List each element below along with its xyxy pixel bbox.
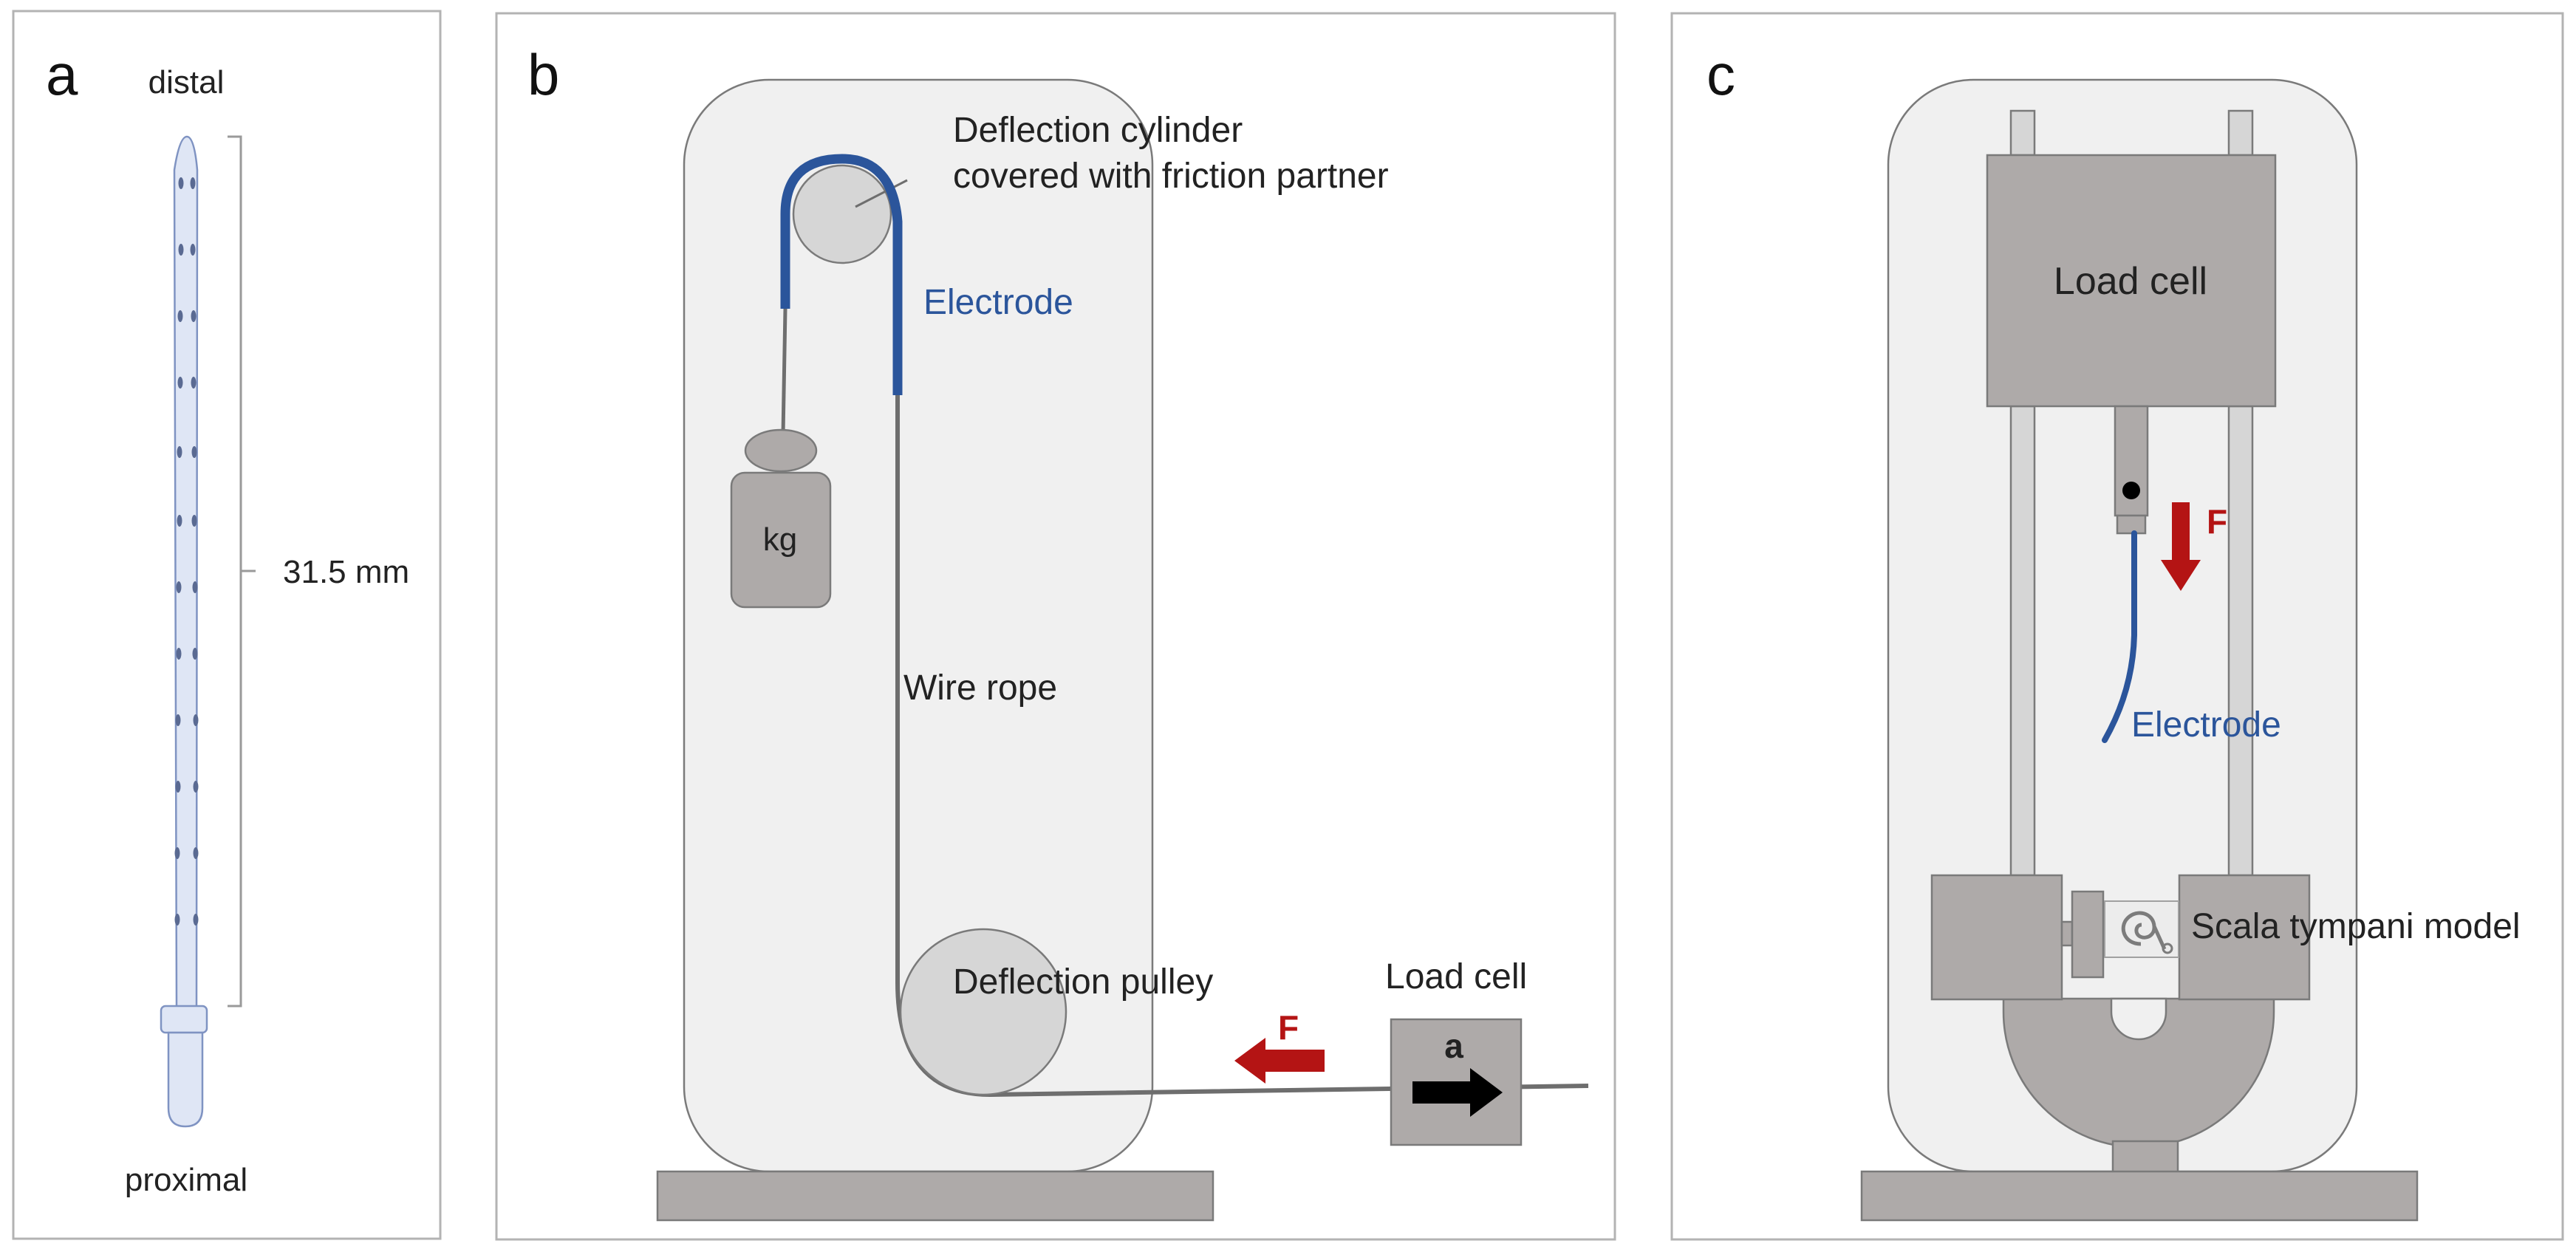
panel-c-letter: c bbox=[1706, 42, 1735, 107]
contact-right bbox=[190, 177, 196, 189]
contact-right bbox=[193, 847, 199, 859]
load-cell-label-b: Load cell bbox=[1385, 957, 1527, 996]
left-pillar-top bbox=[2009, 109, 2036, 157]
contact-left bbox=[175, 714, 181, 726]
electrode-c bbox=[2102, 530, 2137, 743]
contact-right bbox=[193, 781, 199, 793]
proximal-label: proximal bbox=[125, 1162, 247, 1198]
contact-left bbox=[177, 377, 183, 389]
holder-stem bbox=[2111, 1140, 2179, 1174]
contact-left bbox=[177, 310, 183, 322]
panel-a-letter: a bbox=[46, 42, 78, 107]
deflection-cylinder-label-line2: covered with friction partner bbox=[953, 157, 1389, 196]
contact-left bbox=[176, 648, 182, 660]
test-stand-base bbox=[656, 1170, 1214, 1222]
clamp-tip bbox=[2116, 514, 2147, 535]
force-label-b: F bbox=[1278, 1008, 1299, 1047]
length-bracket bbox=[228, 135, 256, 1008]
scala-tympani-model bbox=[2104, 900, 2179, 958]
panel-a-frame bbox=[12, 10, 442, 1240]
panel-c: c Load cell Electrode F bbox=[1670, 12, 2564, 1241]
contact-right bbox=[191, 515, 197, 527]
acceleration-label: a bbox=[1444, 1027, 1463, 1065]
panel-a: a distal bbox=[12, 10, 442, 1240]
clamp-connector bbox=[2060, 920, 2074, 947]
scala-tympani-label: Scala tympani model bbox=[2191, 907, 2521, 946]
contact-right bbox=[192, 581, 198, 593]
panel-b-letter: b bbox=[527, 42, 559, 107]
weight-block bbox=[730, 471, 832, 609]
deflection-pulley-label: Deflection pulley bbox=[953, 962, 1213, 1002]
acceleration-arrow bbox=[1412, 1068, 1503, 1117]
clamp-jaw bbox=[2071, 890, 2105, 979]
force-label-c: F bbox=[2207, 502, 2227, 541]
u-holder-cutout bbox=[2110, 997, 2167, 1041]
weight-wire bbox=[781, 308, 788, 435]
cylinder-leader-line bbox=[855, 179, 908, 208]
deflection-pulley bbox=[899, 928, 1067, 1096]
left-clamp-block bbox=[1930, 874, 2063, 1001]
deflection-cylinder bbox=[792, 164, 892, 264]
wire-rope-label: Wire rope bbox=[903, 668, 1057, 708]
contact-left bbox=[174, 914, 180, 926]
cochlea-tail bbox=[2152, 925, 2167, 951]
load-cell-c bbox=[1986, 154, 2277, 408]
contact-right bbox=[193, 714, 199, 726]
cochlea-icon bbox=[2121, 911, 2156, 946]
contact-right bbox=[191, 446, 197, 458]
contact-right bbox=[190, 244, 196, 256]
right-pillar-top bbox=[2227, 109, 2254, 157]
electrode-label-c: Electrode bbox=[2131, 705, 2281, 745]
contact-left bbox=[178, 177, 184, 189]
weight-label: kg bbox=[763, 521, 797, 558]
force-arrow-b bbox=[1234, 1038, 1325, 1084]
deflection-cylinder-label-line1: Deflection cylinder bbox=[953, 111, 1243, 150]
distal-label: distal bbox=[148, 64, 225, 100]
deflection-cylinder-label: Deflection cylinder covered with frictio… bbox=[953, 111, 1389, 196]
electrode-array-body bbox=[173, 135, 199, 1010]
clamp-pin bbox=[2122, 482, 2140, 499]
contact-right bbox=[192, 648, 198, 660]
contact-left bbox=[175, 781, 181, 793]
contact-left bbox=[176, 581, 182, 593]
contact-left bbox=[177, 515, 182, 527]
electrode-proximal-lead bbox=[167, 1031, 204, 1128]
right-pillar bbox=[2227, 405, 2254, 877]
electrode-contacts bbox=[174, 177, 199, 926]
test-stand-base-c bbox=[1860, 1170, 2419, 1222]
right-clamp-block bbox=[2178, 874, 2311, 1001]
weight-knob bbox=[744, 428, 818, 473]
contact-left bbox=[178, 244, 184, 256]
contact-left bbox=[174, 847, 180, 859]
left-pillar bbox=[2009, 405, 2036, 877]
panel-b: b kg a F Deflection cylinder covered wit… bbox=[495, 12, 1616, 1241]
load-cell-label-c: Load cell bbox=[2054, 260, 2207, 303]
contact-left bbox=[177, 446, 182, 458]
electrode-collar bbox=[160, 1005, 208, 1034]
contact-right bbox=[193, 914, 199, 926]
contact-right bbox=[191, 310, 197, 322]
cochlea-round-window bbox=[2162, 943, 2173, 954]
contact-right bbox=[191, 377, 197, 389]
electrode-b bbox=[780, 154, 903, 395]
electrode-label-b: Electrode bbox=[923, 283, 1073, 322]
force-arrow-c bbox=[2161, 502, 2201, 591]
length-label: 31.5 mm bbox=[283, 554, 409, 590]
